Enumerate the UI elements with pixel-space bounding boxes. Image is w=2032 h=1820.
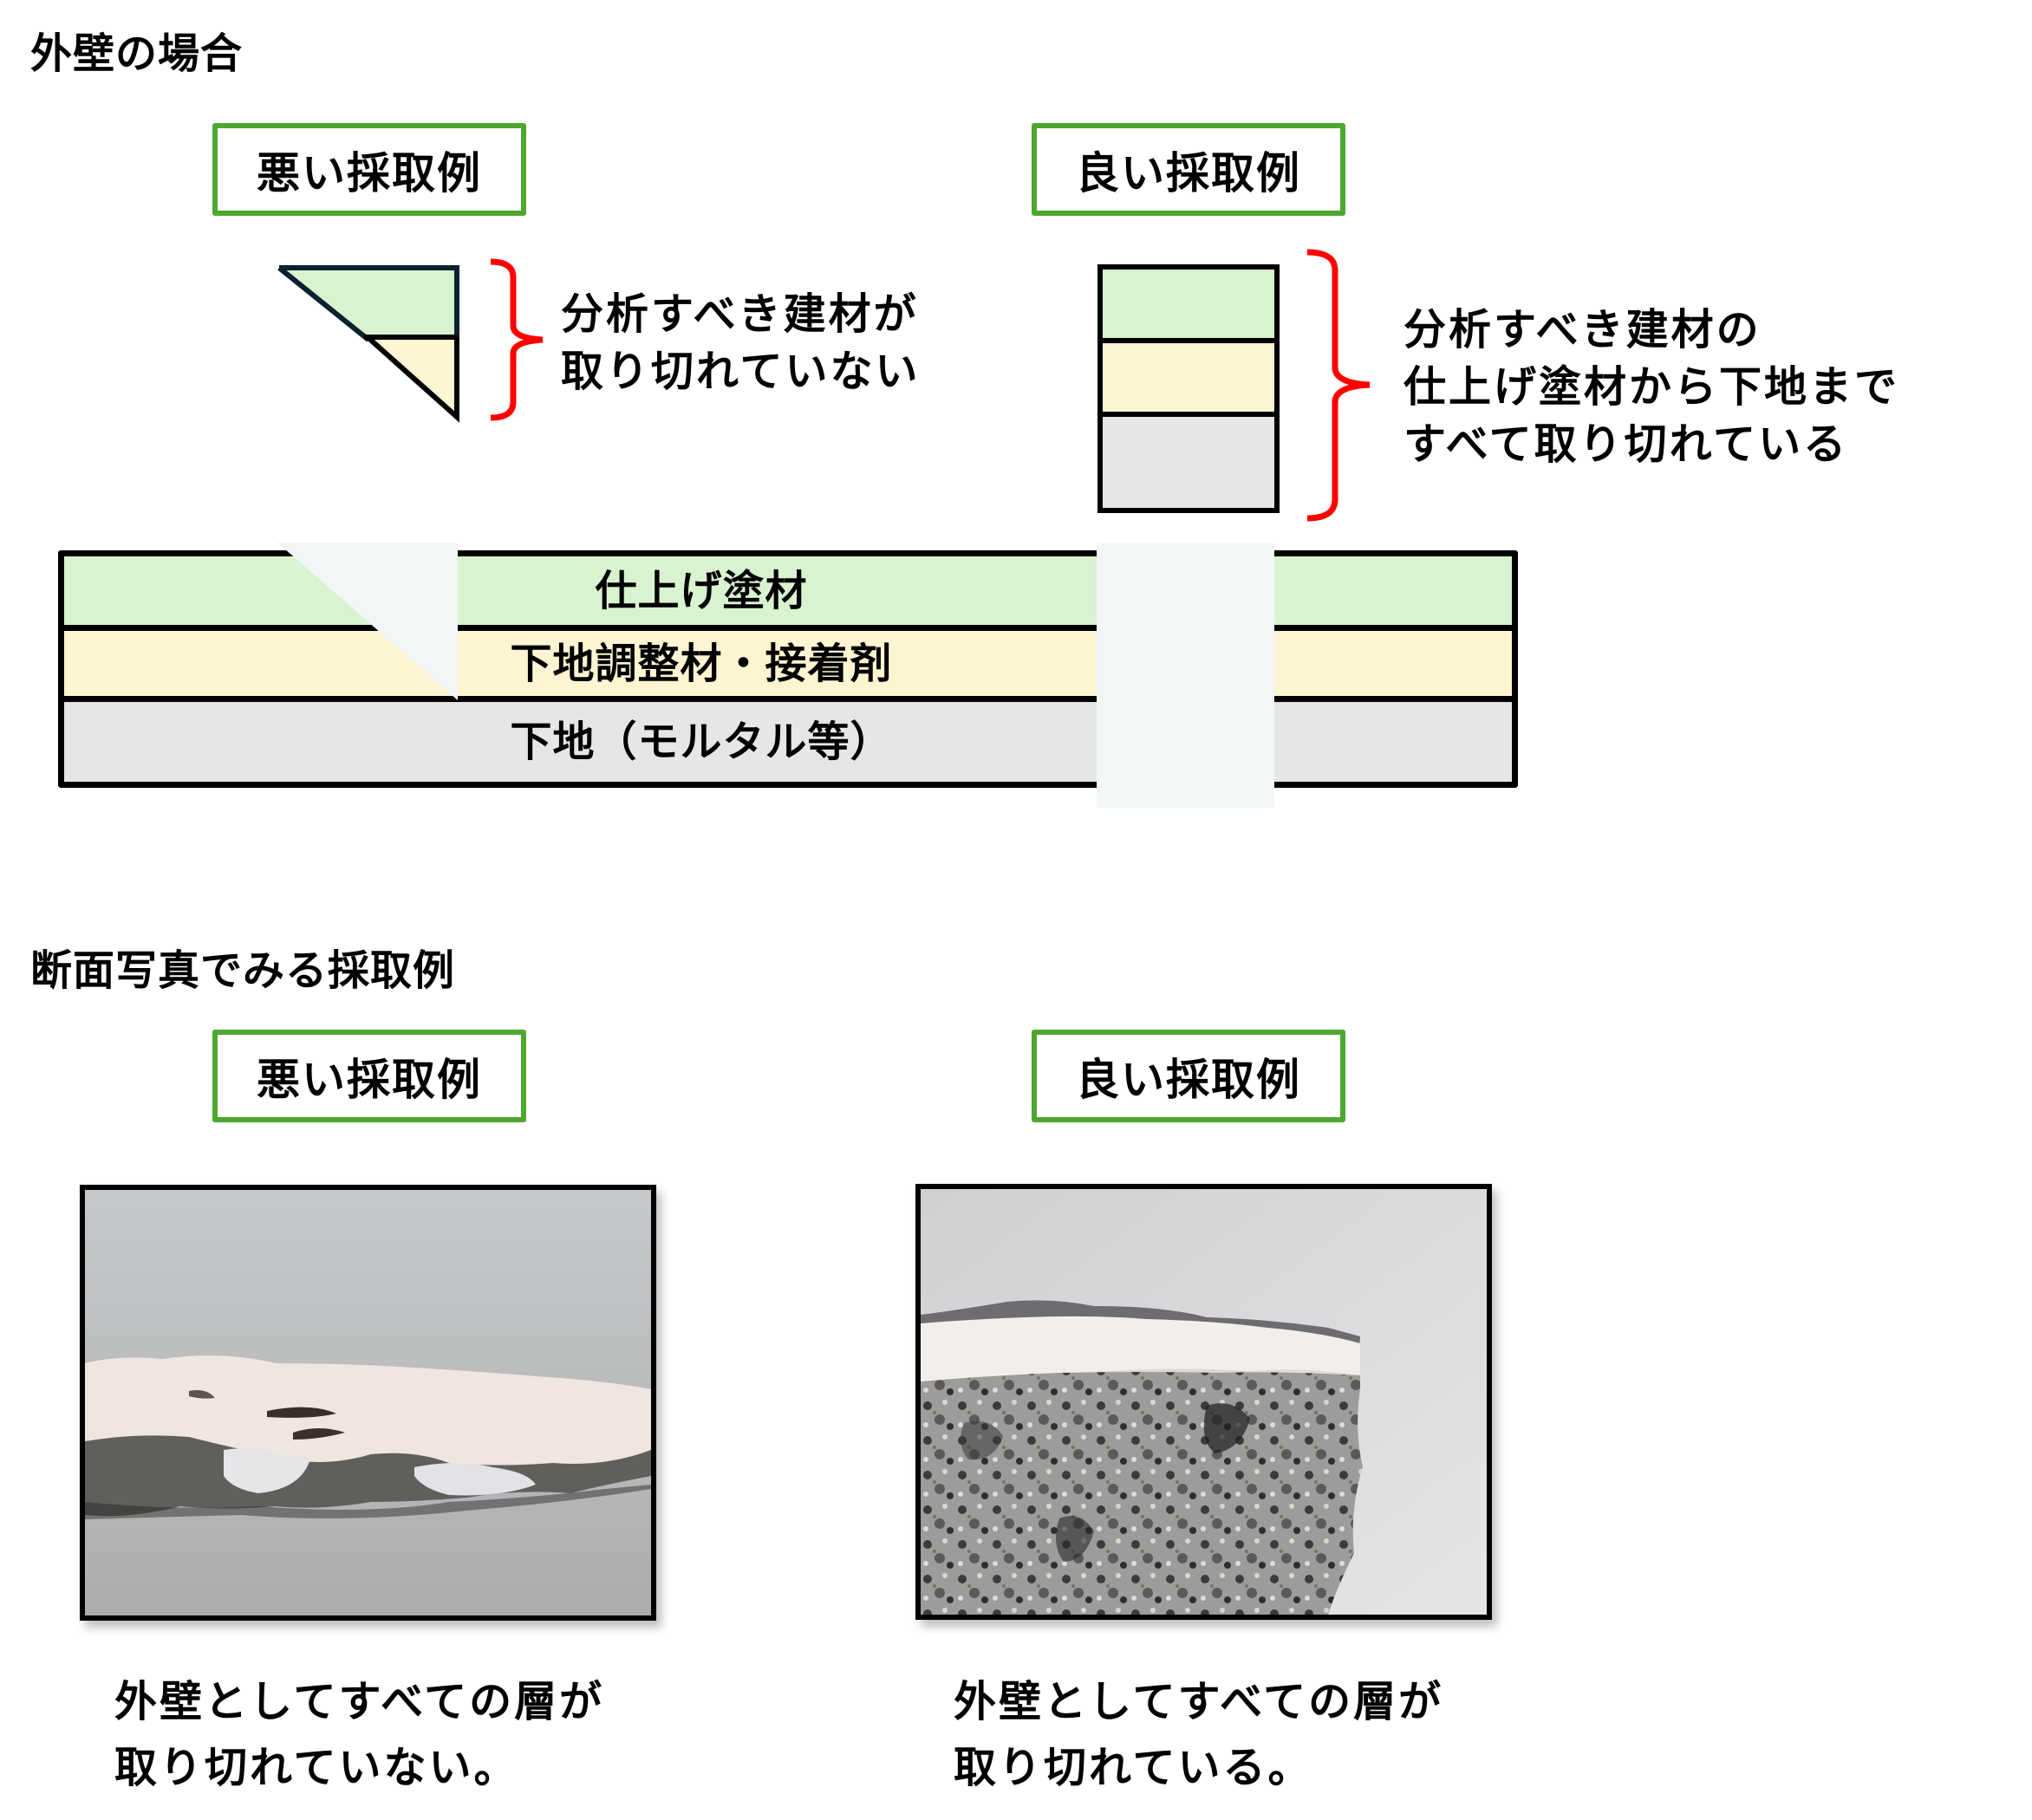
good-example-label: 良い採取例 — [1032, 123, 1345, 216]
bad-example-label-text: 悪い採取例 — [257, 147, 482, 198]
photo-good-example-label-text: 良い採取例 — [1076, 1054, 1301, 1105]
layer-adjust-label: 下地調整材・接着剤 — [510, 639, 893, 688]
good-example-label-text: 良い採取例 — [1076, 147, 1301, 198]
good-photo-caption-line-2: 取り切れている。 — [954, 1743, 1313, 1792]
good-annotation-line-1: 分析すべき建材の — [1404, 305, 1762, 354]
good-sample-block — [1097, 264, 1280, 513]
bad-cross-section-photo — [80, 1185, 656, 1621]
photo-bad-example-label-text: 悪い採取例 — [257, 1054, 482, 1105]
good-annotation-line-2: 仕上げ塗材から下地まで — [1404, 362, 1900, 412]
layer-finish-label: 仕上げ塗材 — [595, 566, 808, 615]
bad-annotation: 分析すべき建材が 取り切れていない — [561, 286, 921, 400]
bad-sample-cutout — [277, 543, 458, 700]
photo-bad-example-label: 悪い採取例 — [212, 1030, 526, 1122]
brace-icon-good — [1306, 249, 1371, 522]
good-photo-caption: 外壁としてすべての層が 取り切れている。 — [954, 1669, 1443, 1801]
section-title-exterior-wall: 外壁の場合 — [30, 29, 244, 78]
bad-annotation-line-1: 分析すべき建材が — [561, 289, 919, 339]
brace-icon-bad — [490, 258, 544, 421]
photo-good-example-label: 良い採取例 — [1032, 1030, 1345, 1122]
layer-substrate: 下地（モルタル等） — [64, 702, 1512, 782]
bad-sample-triangle — [277, 265, 459, 423]
good-photo-caption-line-1: 外壁としてすべての層が — [954, 1677, 1444, 1726]
bad-photo-caption-line-1: 外壁としてすべての層が — [114, 1677, 605, 1726]
layer-substrate-label: 下地（モルタル等） — [510, 718, 893, 766]
good-sample-cutout — [1097, 543, 1274, 808]
good-annotation-line-3: すべて取り切れている — [1404, 419, 1849, 469]
bad-photo-caption-line-2: 取り切れていない。 — [114, 1743, 519, 1792]
bad-example-label: 悪い採取例 — [212, 123, 526, 216]
good-annotation: 分析すべき建材の 仕上げ塗材から下地まで すべて取り切れている — [1404, 302, 1899, 473]
bad-photo-caption: 外壁としてすべての層が 取り切れていない。 — [114, 1669, 604, 1801]
bad-annotation-line-2: 取り切れていない — [561, 347, 921, 396]
section-title-cross-section: 断面写真でみる採取例 — [30, 946, 456, 995]
good-cross-section-photo — [915, 1184, 1492, 1620]
